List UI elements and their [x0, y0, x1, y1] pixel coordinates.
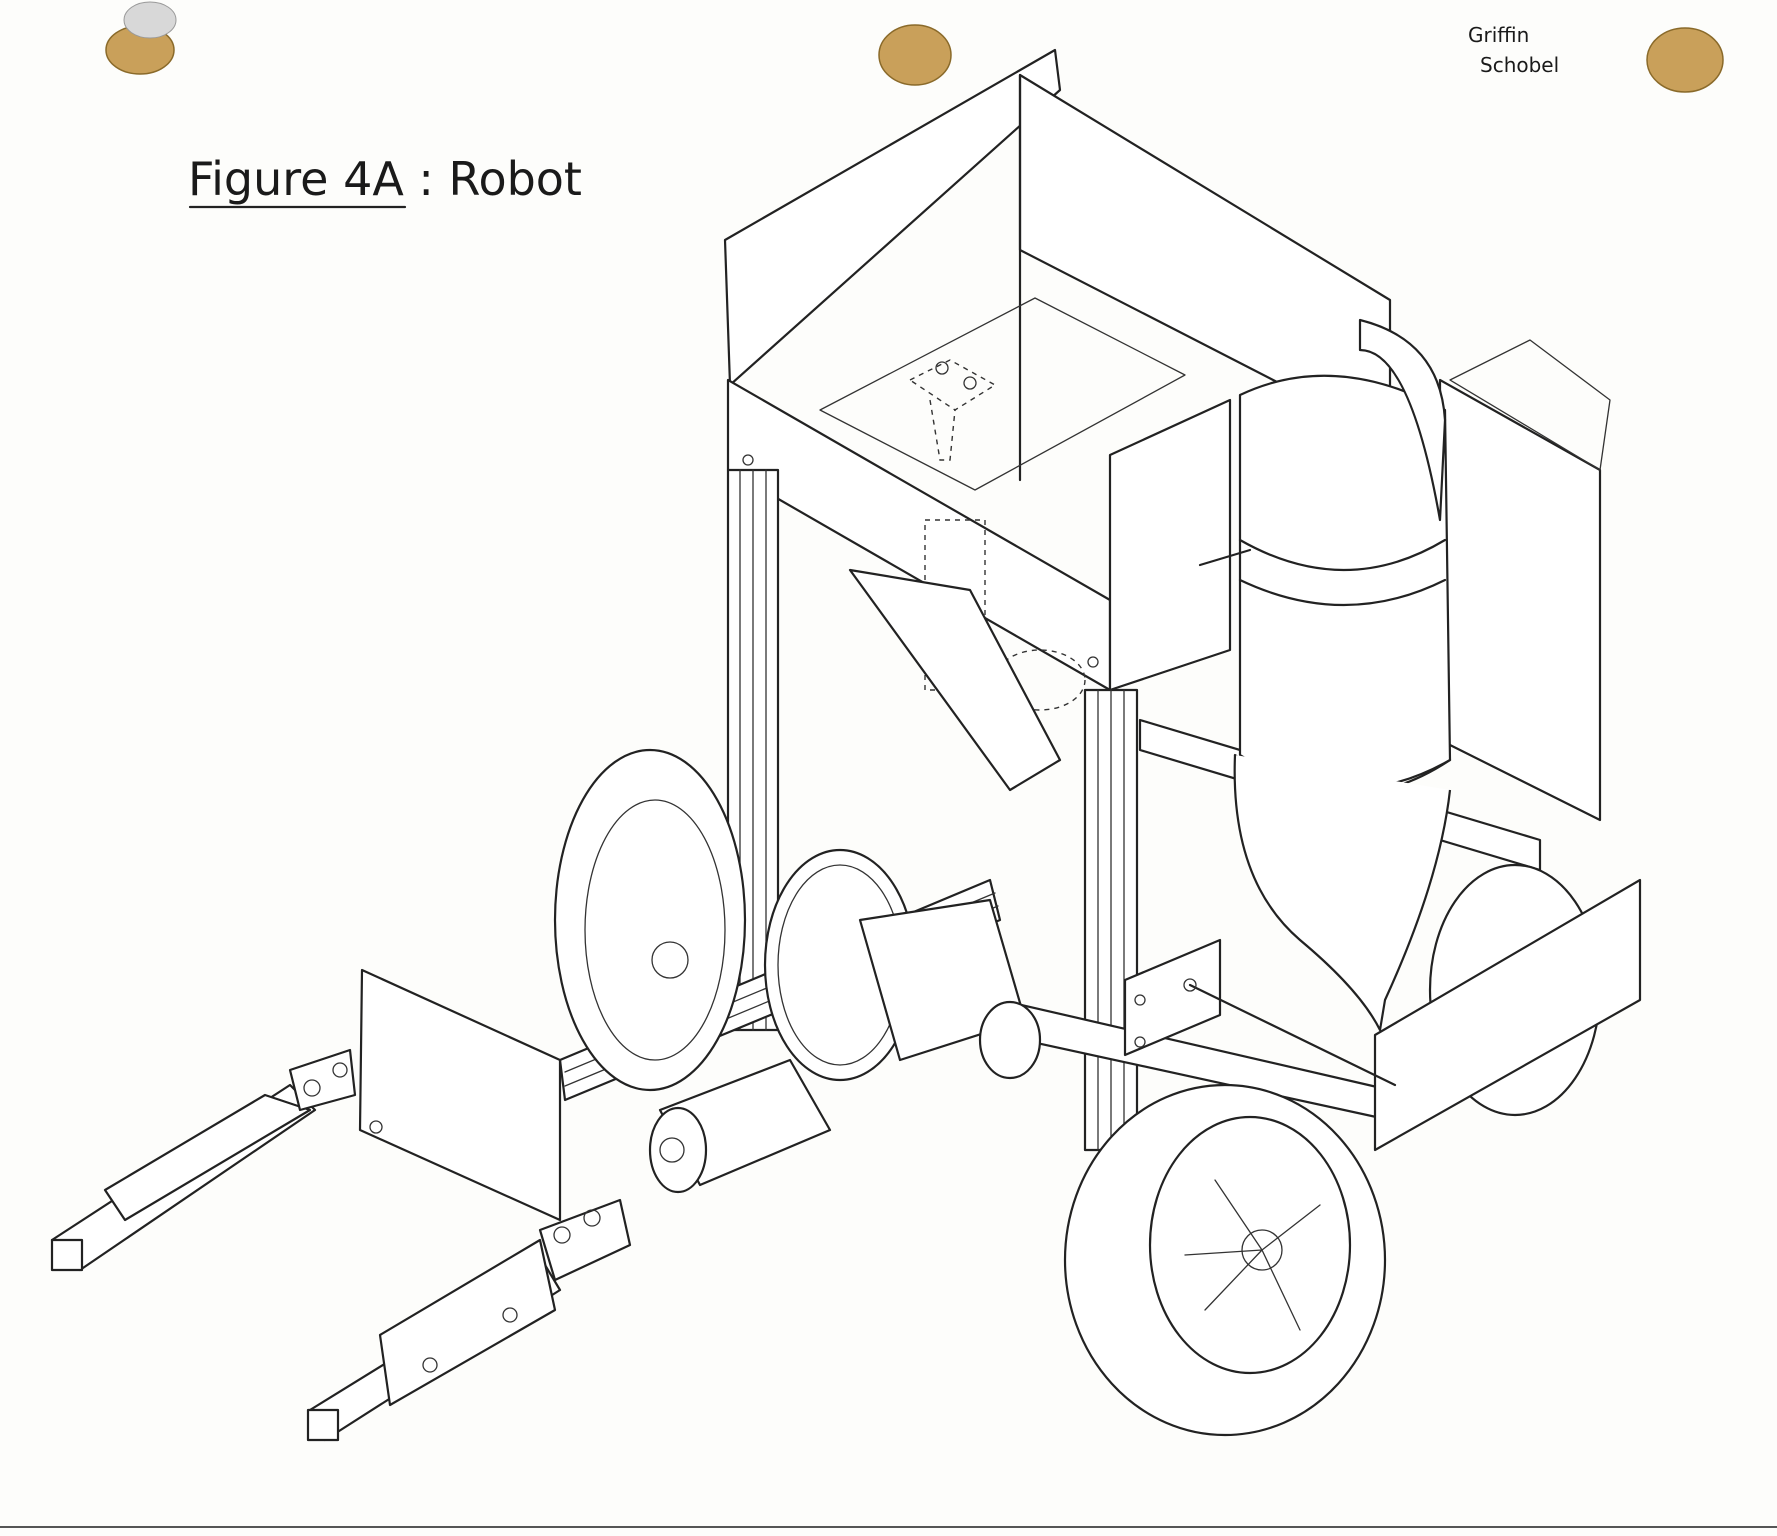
wheel-rear-right: [1373, 863, 1642, 1152]
wheel-front-right: [1063, 1083, 1387, 1437]
chute: [848, 568, 1062, 792]
wheel-rear-left: [553, 748, 747, 1092]
author-last-name: Schobel: [1480, 53, 1559, 77]
author-first-name: Griffin: [1468, 23, 1529, 47]
axle-bracket: [1123, 938, 1222, 1057]
inner-shelf: [819, 297, 1186, 491]
hopper-box: [723, 48, 1392, 692]
thumbtack-icon: [105, 1, 177, 75]
frame-leg-front: [1083, 688, 1139, 1152]
scan-edge-line: [0, 1526, 1777, 1528]
thumbtack-icon: [878, 24, 952, 86]
thumbtack-icon: [1646, 27, 1724, 93]
axle-rod: [1188, 983, 1397, 1087]
side-panel: [1108, 398, 1232, 692]
drive-motor: [648, 1058, 832, 1194]
fork-arm-right: [306, 1198, 632, 1442]
battery-box: [1438, 378, 1602, 822]
vacuum-pipe: [1198, 318, 1452, 1032]
figure-title: Figure 4A : Robot: [188, 152, 582, 206]
fork-arm-left: [50, 1048, 357, 1272]
blower-motor: [763, 848, 1042, 1082]
front-plate: [358, 968, 562, 1222]
robot: [50, 48, 1642, 1442]
